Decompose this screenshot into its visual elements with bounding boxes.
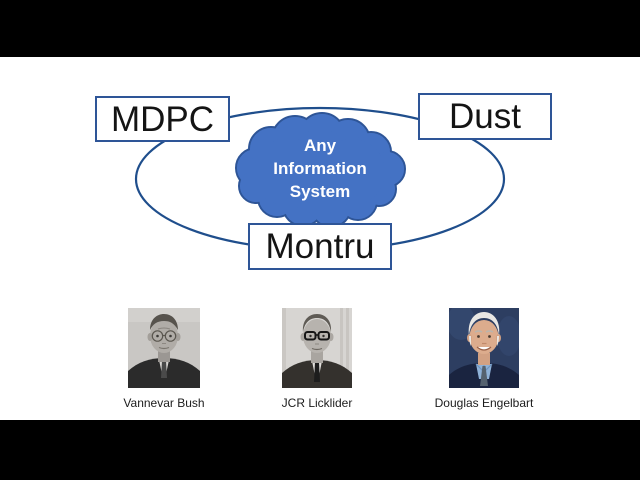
cloud-label-line2: Information xyxy=(273,159,367,178)
cloud-shape xyxy=(235,112,406,228)
letterbox-top xyxy=(0,0,640,57)
node-dust-label: Dust xyxy=(449,97,521,136)
node-mdpc: MDPC xyxy=(95,96,230,142)
caption-douglas-engelbart: Douglas Engelbart xyxy=(434,396,534,410)
photo-jcr-licklider xyxy=(282,308,352,388)
letterbox-bottom xyxy=(0,420,640,480)
photo-douglas-engelbart xyxy=(449,308,519,388)
photo-vannevar-bush xyxy=(128,308,200,388)
cloud-label-line3: System xyxy=(289,182,351,201)
caption-jcr-licklider: JCR Licklider xyxy=(281,396,353,410)
cloud-label-line1: Any xyxy=(303,136,337,155)
caption-vannevar-bush: Vannevar Bush xyxy=(123,396,205,410)
cloud-label: Any Information System xyxy=(240,134,400,203)
node-mdpc-label: MDPC xyxy=(110,99,215,139)
node-dust: Dust xyxy=(418,93,552,140)
node-montru-label: Montru xyxy=(265,227,375,266)
node-montru: Montru xyxy=(248,223,392,270)
